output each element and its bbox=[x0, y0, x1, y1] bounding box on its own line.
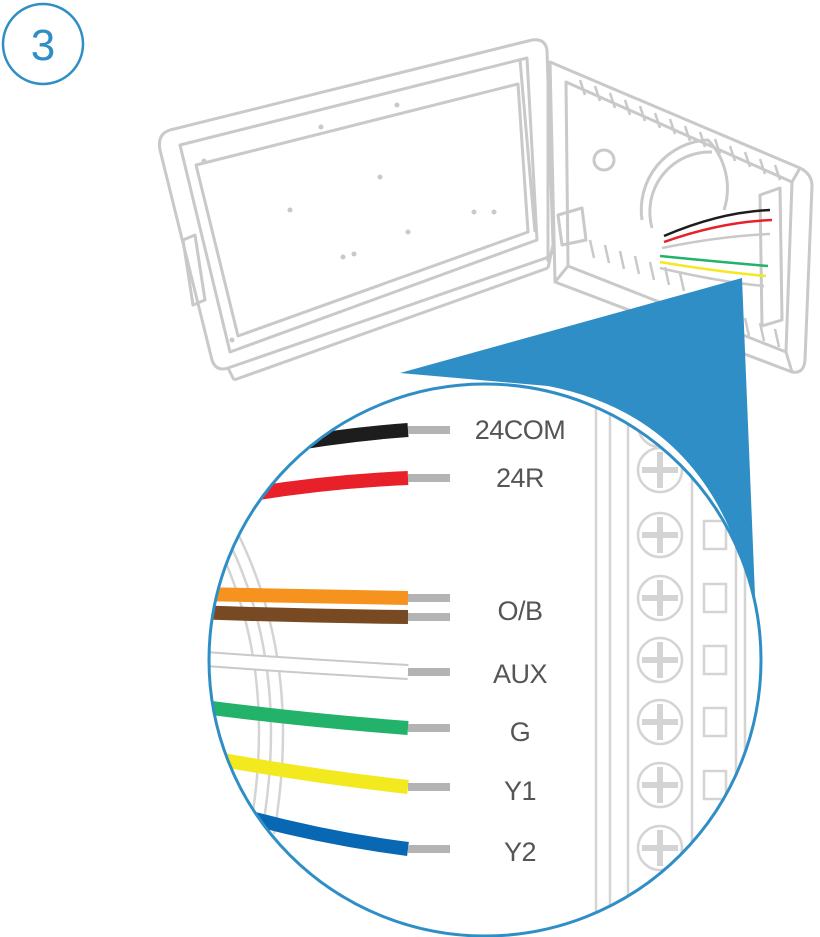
wire-label: 24R bbox=[496, 463, 544, 493]
wire-label: O/B bbox=[497, 596, 542, 626]
terminal-clamp bbox=[702, 769, 728, 801]
cover-holes bbox=[201, 102, 497, 343]
wire-label: Y2 bbox=[504, 837, 536, 867]
terminal-screw bbox=[636, 574, 684, 622]
screw-slot bbox=[642, 452, 678, 488]
terminal-screw bbox=[636, 761, 684, 809]
mini-wires bbox=[659, 208, 773, 288]
wire-tip bbox=[408, 668, 450, 676]
terminal-screw bbox=[636, 824, 684, 872]
wire-tip bbox=[408, 594, 450, 602]
wire-tip bbox=[408, 783, 450, 791]
wire-label: Y1 bbox=[504, 776, 536, 806]
wire-g bbox=[209, 699, 409, 735]
screw-slot bbox=[642, 767, 678, 803]
terminal-clamp bbox=[702, 894, 728, 926]
screw-slot bbox=[642, 580, 678, 616]
terminal-clamp bbox=[702, 644, 728, 676]
wire-tip bbox=[408, 426, 450, 434]
terminal-screw bbox=[636, 636, 684, 684]
terminal-screw bbox=[636, 698, 684, 746]
thermostat-cover bbox=[158, 38, 555, 382]
terminal-clamp bbox=[702, 832, 728, 864]
terminal-screw bbox=[636, 511, 684, 559]
thermostat-base bbox=[546, 60, 814, 374]
wire-tip bbox=[408, 724, 450, 732]
terminal-clamp bbox=[702, 582, 728, 614]
wire-y1 bbox=[210, 751, 409, 794]
wire-label: AUX bbox=[493, 659, 548, 689]
screw-slot bbox=[642, 830, 678, 866]
wire-brown bbox=[209, 605, 409, 624]
terminal-clamp bbox=[702, 706, 728, 738]
step-number: 3 bbox=[31, 21, 55, 70]
wire-aux bbox=[209, 652, 409, 678]
zoom-callout bbox=[400, 278, 756, 620]
wire-tip bbox=[408, 613, 450, 621]
screw-slot bbox=[642, 642, 678, 678]
screw-slot bbox=[642, 704, 678, 740]
zoom-detail bbox=[207, 382, 763, 937]
wires bbox=[209, 423, 450, 856]
wire-tip bbox=[408, 474, 450, 482]
step-badge: 3 bbox=[1, 2, 85, 86]
wire-ob bbox=[209, 587, 409, 605]
wire-label: 24COM bbox=[475, 415, 566, 445]
screw-slot bbox=[642, 517, 678, 553]
terminal-clamp bbox=[702, 519, 728, 551]
base-ribs bbox=[578, 79, 782, 348]
screw-slot bbox=[642, 892, 678, 928]
terminal-screw bbox=[636, 886, 684, 934]
wire-tip bbox=[408, 845, 450, 853]
wire-label: G bbox=[510, 717, 531, 747]
